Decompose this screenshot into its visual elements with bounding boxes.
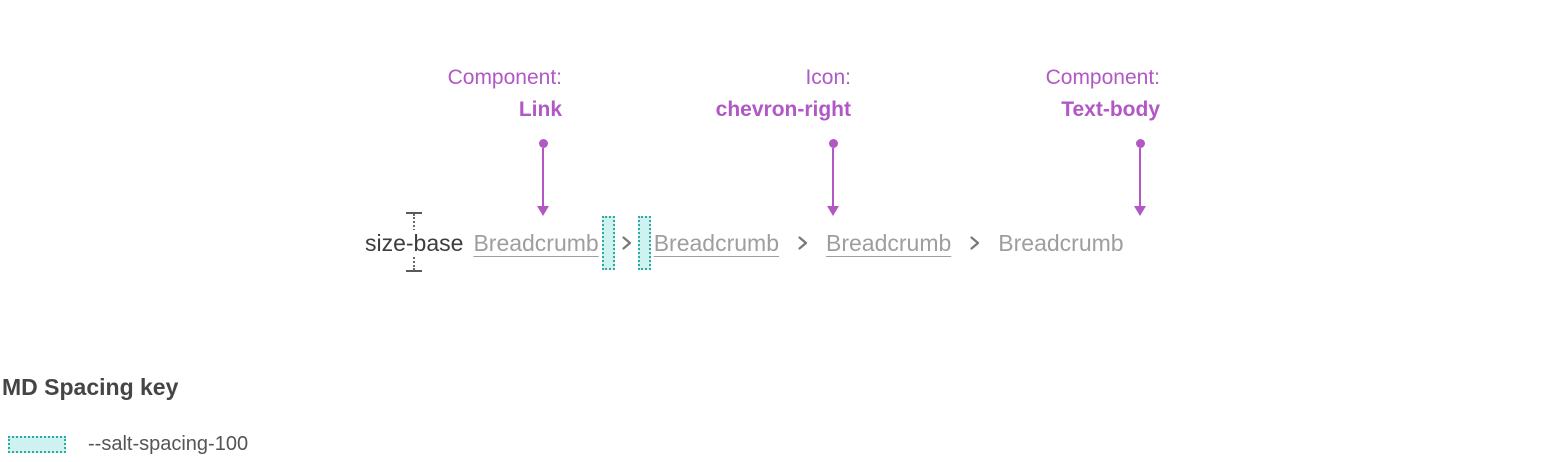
measure-tick-top xyxy=(406,212,422,214)
annotation-arrow-chevron xyxy=(827,139,839,216)
annotation-name: Link xyxy=(518,98,562,121)
annotation-prefix: Icon: xyxy=(805,66,851,89)
annotation-icon-chevron-right: Icon: chevron-right xyxy=(716,62,851,126)
annotation-prefix: Component: xyxy=(1045,66,1160,89)
annotation-name: Text-body xyxy=(1061,98,1160,121)
measure-tick-bottom xyxy=(406,270,422,272)
breadcrumb: size-base Breadcrumb Breadcrumb Breadcru… xyxy=(363,215,1124,271)
breadcrumb-item-2[interactable]: Breadcrumb xyxy=(653,229,779,256)
salt-spacing-100-label: --salt-spacing-100 xyxy=(88,433,249,455)
annotation-component-link: Component: Link xyxy=(448,62,562,126)
spacing-key-entry: --salt-spacing-100 xyxy=(8,433,248,456)
salt-spacing-100-block-left xyxy=(601,216,615,270)
chevron-right-icon xyxy=(967,234,982,252)
spacing-key-title: MD Spacing key xyxy=(2,374,179,400)
salt-spacing-100-swatch xyxy=(8,436,66,453)
annotation-component-text-body: Component: Text-body xyxy=(1046,62,1160,126)
breadcrumb-item-4: Breadcrumb xyxy=(998,229,1124,256)
breadcrumb-item-3[interactable]: Breadcrumb xyxy=(826,229,952,256)
annotation-arrow-link xyxy=(537,139,549,216)
breadcrumb-item-1[interactable]: Breadcrumb xyxy=(473,229,599,256)
annotation-name: chevron-right xyxy=(715,98,851,121)
salt-spacing-100-block-right xyxy=(637,216,651,270)
size-base-label: size-base xyxy=(363,229,466,257)
chevron-right-icon xyxy=(795,234,810,252)
annotation-prefix: Component: xyxy=(447,66,562,89)
chevron-right-icon xyxy=(619,234,634,252)
annotation-arrow-text-body xyxy=(1134,139,1146,216)
